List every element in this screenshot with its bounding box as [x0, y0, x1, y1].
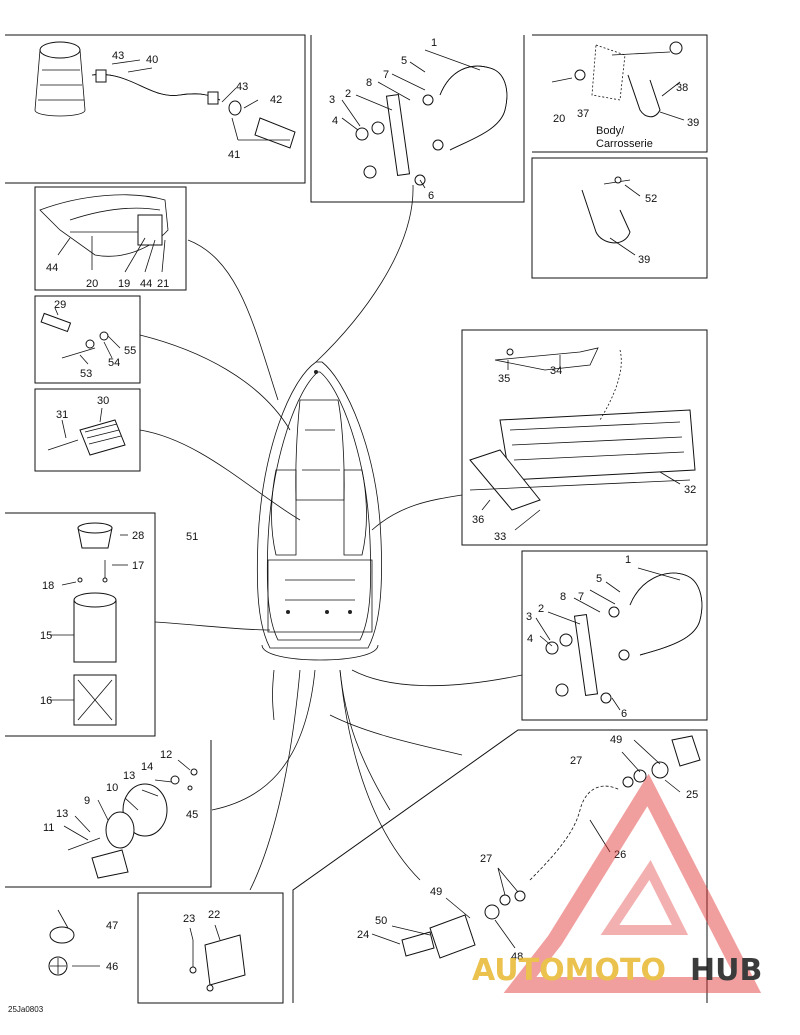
label-33: 33 [494, 531, 506, 543]
label-15: 15 [40, 630, 52, 642]
label-46: 46 [106, 961, 118, 973]
label-54: 54 [108, 357, 120, 369]
label-42: 42 [270, 94, 282, 106]
label-24: 24 [357, 929, 369, 941]
storage-tube-group [50, 522, 128, 726]
drawing-code: 25Ja0803 [8, 1005, 44, 1014]
label-6: 6 [428, 190, 434, 202]
label-45: 45 [186, 809, 198, 821]
retainer-group [189, 924, 246, 992]
label-44: 44 [140, 278, 152, 290]
label-2: 2 [538, 603, 544, 615]
label-2: 2 [345, 88, 351, 100]
label-6: 6 [621, 708, 627, 720]
label-43: 43 [236, 81, 248, 93]
label-8: 8 [366, 77, 372, 89]
bracket-body-group [551, 41, 685, 121]
label-53: 53 [80, 368, 92, 380]
label-3: 3 [526, 611, 532, 623]
label-23: 23 [183, 913, 195, 925]
label-31: 31 [56, 409, 68, 421]
label-16: 16 [40, 695, 52, 707]
label-4: 4 [527, 633, 533, 645]
label-20: 20 [553, 113, 565, 125]
storage-cover-group [469, 347, 696, 531]
bracket-52-group [581, 176, 641, 256]
body-caption-line2: Carrosserie [596, 138, 653, 150]
label-25: 25 [686, 789, 698, 801]
label-29: 29 [54, 299, 66, 311]
label-48: 48 [511, 951, 523, 963]
label-41: 41 [228, 149, 240, 161]
grab-handle-group-right [535, 567, 703, 711]
watermark-text-hub: HUB [690, 953, 762, 988]
label-14: 14 [141, 761, 153, 773]
label-50: 50 [375, 915, 387, 927]
label-22: 22 [208, 909, 220, 921]
label-13: 13 [56, 808, 68, 820]
label-7: 7 [578, 591, 584, 603]
label-34: 34 [550, 365, 562, 377]
drain-cover-group [63, 759, 198, 879]
label-43: 43 [112, 50, 124, 62]
body-caption-line1: Body/ [596, 125, 625, 137]
label-32: 32 [684, 484, 696, 496]
clamps-group [48, 909, 100, 976]
label-19: 19 [118, 278, 130, 290]
label-27: 27 [480, 853, 492, 865]
label-17: 17 [132, 560, 144, 572]
label-40: 40 [146, 54, 158, 66]
watermark-logo: AUTOMOTO HUB [472, 773, 762, 993]
label-49: 49 [430, 886, 442, 898]
label-37: 37 [577, 108, 589, 120]
label-30: 30 [97, 395, 109, 407]
label-7: 7 [383, 69, 389, 81]
label-55: 55 [124, 345, 136, 357]
front-cowl-group [39, 194, 169, 273]
watermark-triangle-icon [503, 773, 762, 993]
label-12: 12 [160, 749, 172, 761]
bilge-pump-hose-group [34, 41, 296, 149]
label-4: 4 [332, 115, 338, 127]
label-27: 27 [570, 755, 582, 767]
label-39: 39 [638, 254, 650, 266]
label-18: 18 [42, 580, 54, 592]
grab-handle-group-top [341, 49, 508, 189]
label-13: 13 [123, 770, 135, 782]
label-8: 8 [560, 591, 566, 603]
label-28: 28 [132, 530, 144, 542]
label-49: 49 [610, 734, 622, 746]
label-21: 21 [157, 278, 169, 290]
label-51: 51 [186, 531, 198, 543]
label-44: 44 [46, 262, 58, 274]
label-1: 1 [625, 554, 631, 566]
label-38: 38 [676, 82, 688, 94]
label-9: 9 [84, 795, 90, 807]
pin-group [40, 307, 121, 365]
label-3: 3 [329, 94, 335, 106]
part-number-labels: 43 40 43 42 41 1 5 7 8 2 3 4 6 20 37 38 … [8, 37, 699, 1014]
label-39: 39 [687, 117, 699, 129]
label-35: 35 [498, 373, 510, 385]
label-52: 52 [645, 193, 657, 205]
label-5: 5 [401, 55, 407, 67]
label-47: 47 [106, 920, 118, 932]
watermark-text-automoto: AUTOMOTO [472, 953, 666, 988]
label-36: 36 [472, 514, 484, 526]
label-1: 1 [431, 37, 437, 49]
panel-borders [5, 34, 708, 1004]
label-20: 20 [86, 278, 98, 290]
label-5: 5 [596, 573, 602, 585]
label-10: 10 [106, 782, 118, 794]
label-26: 26 [614, 849, 626, 861]
drain-hose-group [371, 735, 701, 959]
pad-group [47, 407, 126, 456]
leader-lines [139, 184, 523, 891]
hull-body [256, 361, 382, 661]
label-11: 11 [43, 822, 54, 834]
